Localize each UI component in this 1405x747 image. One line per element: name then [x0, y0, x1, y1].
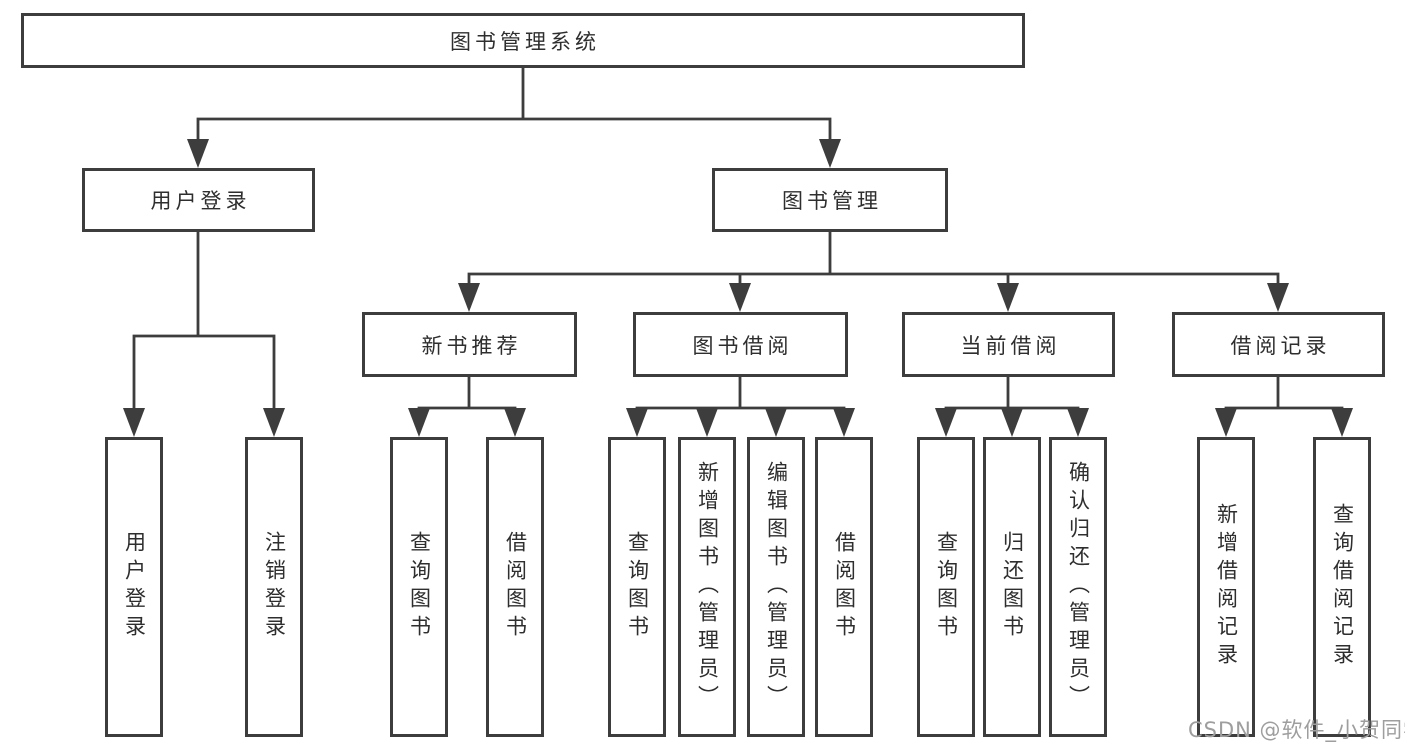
node-root-system-label: 图书管理系统: [450, 29, 600, 54]
leaf-newbook-query-book-label: 查询图书: [407, 531, 432, 643]
watermark: CSDN @软件_小贺同学: [1188, 718, 1405, 742]
leaf-borrow-add-book-admin-label: 新增图书（管理员）: [695, 461, 720, 713]
node-borrow-record-label: 借阅记录: [1230, 333, 1331, 358]
leaf-current-query-book: 查询图书: [917, 437, 975, 737]
arrowhead-group: [123, 139, 1353, 437]
leaf-record-add-borrow-record: 新增借阅记录: [1197, 437, 1255, 737]
leaf-user-login: 用户登录: [105, 437, 163, 737]
leaf-newbook-query-book: 查询图书: [390, 437, 448, 737]
leaf-current-query-book-label: 查询图书: [934, 531, 959, 643]
leaf-newbook-borrow-book-label: 借阅图书: [503, 531, 528, 643]
node-new-book-recommend-label: 新书推荐: [421, 333, 522, 358]
leaf-record-add-borrow-record-label: 新增借阅记录: [1214, 503, 1239, 671]
node-user-login-label: 用户登录: [150, 189, 251, 213]
node-current-borrow-label: 当前借阅: [960, 333, 1061, 358]
node-borrow-record: 借阅记录: [1172, 312, 1385, 377]
leaf-borrow-borrow-book: 借阅图书: [815, 437, 873, 737]
leaf-borrow-edit-book-admin-label: 编辑图书（管理员）: [764, 461, 789, 713]
leaf-borrow-add-book-admin: 新增图书（管理员）: [678, 437, 736, 737]
node-book-borrow: 图书借阅: [633, 312, 848, 377]
leaf-current-confirm-return-admin: 确认归还（管理员）: [1049, 437, 1107, 737]
leaf-current-return-book: 归还图书: [983, 437, 1041, 737]
leaf-borrow-borrow-book-label: 借阅图书: [832, 531, 857, 643]
node-root-system: 图书管理系统: [21, 13, 1025, 68]
leaf-borrow-edit-book-admin: 编辑图书（管理员）: [747, 437, 805, 737]
node-new-book-recommend: 新书推荐: [362, 312, 577, 377]
leaf-logout-login-label: 注销登录: [262, 531, 287, 643]
leaf-newbook-borrow-book: 借阅图书: [486, 437, 544, 737]
leaf-record-query-borrow-record: 查询借阅记录: [1313, 437, 1371, 737]
node-user-login: 用户登录: [82, 168, 315, 232]
node-book-borrow-label: 图书借阅: [692, 333, 793, 358]
leaf-record-query-borrow-record-label: 查询借阅记录: [1330, 503, 1355, 671]
node-current-borrow: 当前借阅: [902, 312, 1115, 377]
node-book-management-label: 图书管理: [782, 189, 882, 213]
leaf-logout-login: 注销登录: [245, 437, 303, 737]
leaf-borrow-query-book: 查询图书: [608, 437, 666, 737]
leaf-current-return-book-label: 归还图书: [1000, 531, 1025, 643]
leaf-user-login-label: 用户登录: [122, 531, 147, 643]
node-book-management: 图书管理: [712, 168, 948, 232]
leaf-borrow-query-book-label: 查询图书: [625, 531, 650, 643]
leaf-current-confirm-return-admin-label: 确认归还（管理员）: [1066, 461, 1091, 713]
